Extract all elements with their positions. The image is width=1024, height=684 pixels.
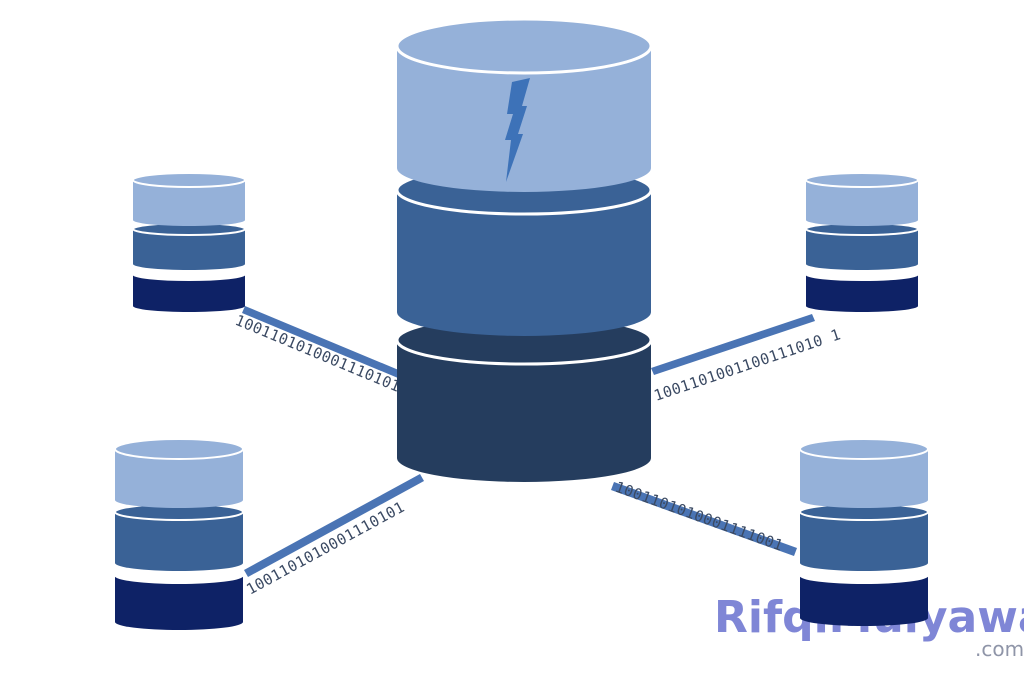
db-top-left-top-segment: [133, 180, 245, 226]
db-top-left-bottom-segment: [133, 274, 245, 312]
binary-label-top-left: 1001101010001110101: [232, 311, 403, 396]
database-bottom-left: [114, 438, 244, 630]
link-line-bottom-right: [611, 482, 797, 556]
database-top-right: [805, 172, 919, 312]
db-bottom-left-middle-segment: [115, 512, 243, 571]
watermark-domain: .com: [975, 637, 1024, 661]
db-bottom-right-top-segment: [800, 449, 928, 508]
db-central-bottom-segment: [397, 340, 651, 482]
db-central-middle-segment: [397, 190, 651, 336]
link-line-top-left: [242, 306, 401, 378]
database-top-left: [132, 172, 246, 312]
db-bottom-left-top-segment: [115, 449, 243, 508]
db-top-left-lid: [132, 172, 246, 188]
db-bottom-right-middle-segment: [800, 512, 928, 571]
db-top-right-bottom-segment: [806, 274, 918, 312]
database-bottom-right: [799, 438, 929, 626]
db-top-right-lid: [805, 172, 919, 188]
db-top-left-middle-segment: [133, 229, 245, 270]
db-central-top-segment: [397, 46, 651, 192]
link-line-top-right: [651, 314, 815, 375]
db-bottom-left-lid: [114, 438, 244, 460]
db-central-lid: [395, 17, 653, 75]
binary-label-bottom-right: 1001101010001111001: [613, 478, 786, 555]
link-line-bottom-left: [244, 474, 424, 577]
connection-lines: [242, 306, 815, 577]
database-central: [395, 17, 653, 482]
db-bottom-right-lid: [799, 438, 929, 460]
db-bottom-right-bottom-segment: [800, 575, 928, 626]
binary-label-bottom-left: 1001101010001110101: [243, 498, 407, 599]
db-bottom-left-bottom-segment: [115, 575, 243, 630]
db-top-right-top-segment: [806, 180, 918, 226]
db-top-right-middle-segment: [806, 229, 918, 270]
lightning-bolt-icon: [505, 78, 530, 182]
